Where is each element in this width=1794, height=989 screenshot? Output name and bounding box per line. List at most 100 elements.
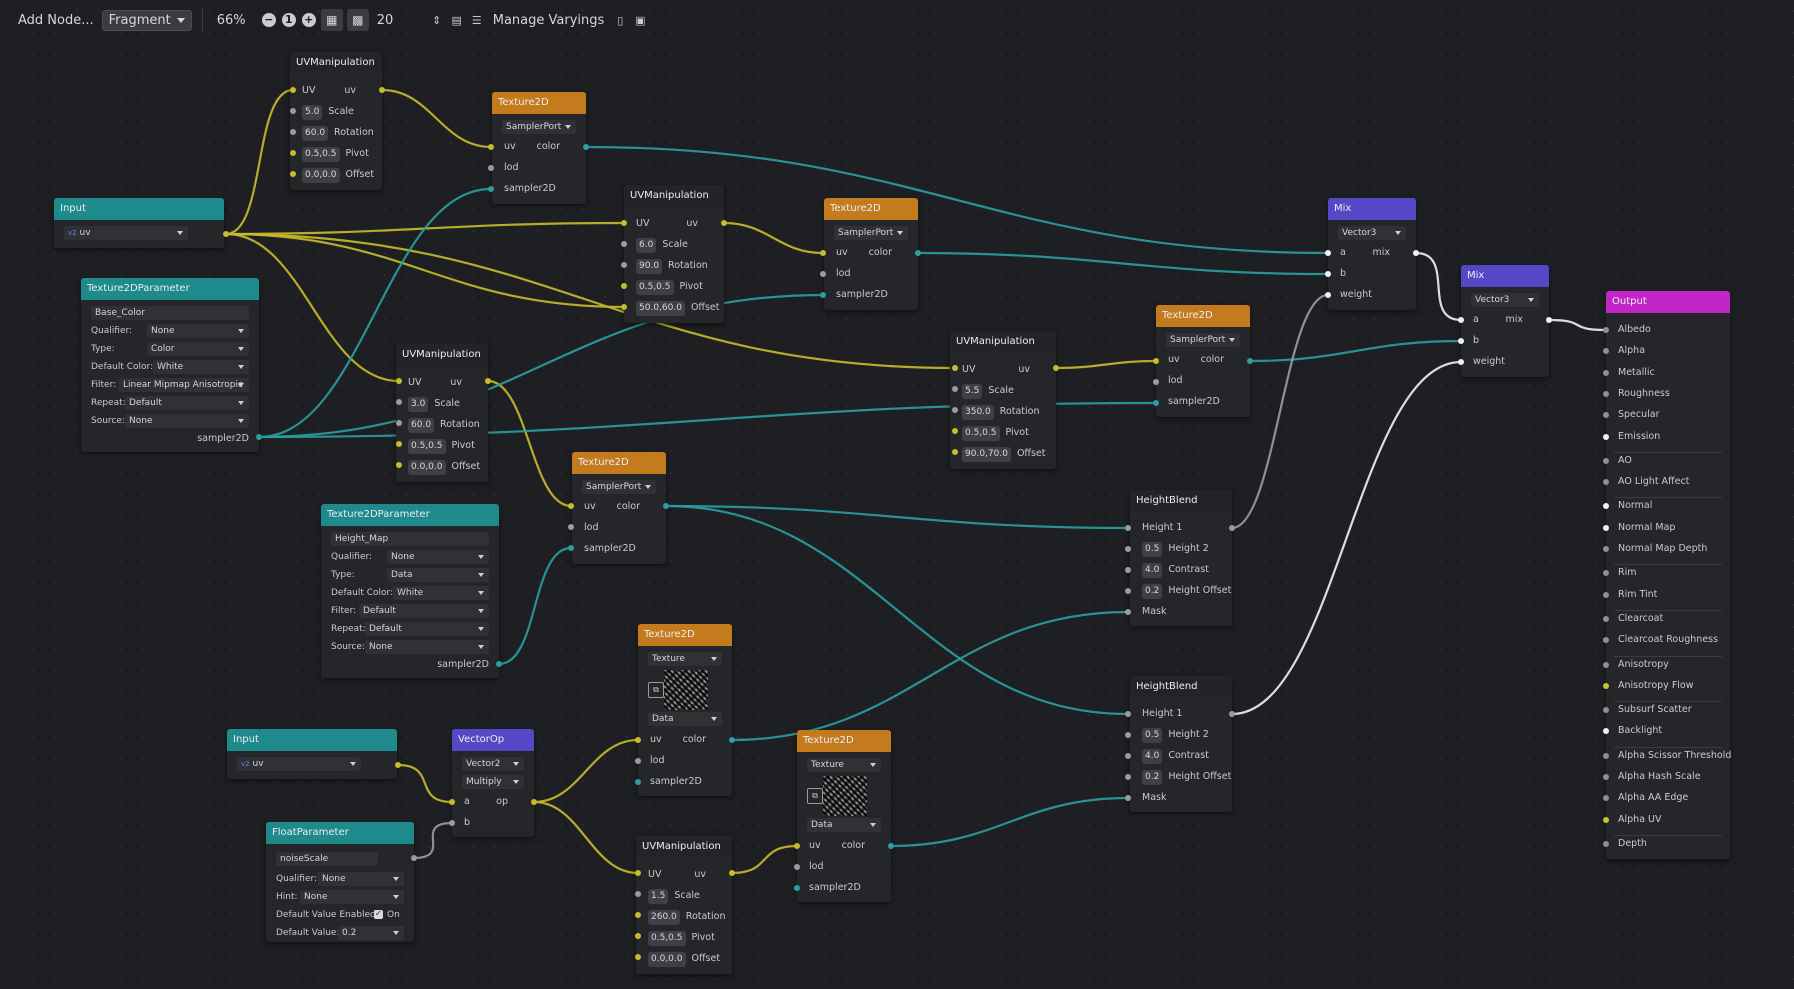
source-select[interactable]: SamplerPort bbox=[582, 480, 656, 494]
port-dot-icon[interactable] bbox=[1125, 753, 1131, 759]
port-dot-icon[interactable] bbox=[635, 891, 641, 897]
output-port[interactable]: Anisotropy Flow bbox=[1603, 677, 1730, 695]
port-dot-icon[interactable] bbox=[396, 462, 402, 468]
output-port[interactable]: Subsurf Scatter bbox=[1603, 701, 1730, 719]
output-port[interactable]: Alpha Scissor Threshold bbox=[1603, 747, 1731, 765]
output-port[interactable]: AO bbox=[1603, 452, 1730, 470]
port-dot-icon[interactable] bbox=[1458, 338, 1464, 344]
output-port[interactable]: Specular bbox=[1603, 406, 1730, 424]
port-dot-icon[interactable] bbox=[621, 241, 627, 247]
port-dot-icon[interactable] bbox=[568, 503, 574, 509]
offset-field[interactable]: 50.0,60.0 bbox=[636, 301, 685, 316]
port-dot-icon[interactable] bbox=[820, 250, 826, 256]
port-dot-icon[interactable] bbox=[568, 545, 574, 551]
port-dot-icon[interactable] bbox=[531, 799, 537, 805]
manage-varyings-button[interactable]: Manage Varyings bbox=[492, 12, 605, 28]
input-node[interactable]: Input v2 uv bbox=[54, 198, 224, 248]
default-enabled-checkbox[interactable]: On bbox=[374, 907, 400, 922]
port-dot-icon[interactable] bbox=[485, 378, 491, 384]
output-port[interactable]: Alpha Hash Scale bbox=[1603, 768, 1730, 786]
port-dot-icon[interactable] bbox=[1603, 503, 1609, 510]
port-dot-icon[interactable] bbox=[794, 864, 800, 870]
qualifier-select[interactable]: None bbox=[318, 872, 404, 886]
offset-field[interactable]: 0.0,0.0 bbox=[302, 168, 340, 183]
source-select[interactable]: Texture bbox=[648, 652, 722, 666]
grid-toggle-icon[interactable]: ▦ bbox=[320, 9, 343, 31]
port-dot-icon[interactable] bbox=[1153, 358, 1159, 364]
port-dot-icon[interactable] bbox=[1325, 250, 1331, 256]
port-dot-icon[interactable] bbox=[952, 428, 958, 434]
port-dot-icon[interactable] bbox=[396, 378, 402, 384]
operation-select[interactable]: Multiply bbox=[462, 775, 524, 789]
port-dot-icon[interactable] bbox=[721, 220, 727, 226]
port-dot-icon[interactable] bbox=[820, 271, 826, 277]
texture-preview[interactable] bbox=[664, 670, 708, 710]
port-dot-icon[interactable] bbox=[1603, 327, 1609, 333]
port-dot-icon[interactable] bbox=[449, 799, 455, 805]
port-dot-icon[interactable] bbox=[568, 524, 574, 530]
output-port[interactable]: Rim bbox=[1603, 564, 1730, 582]
output-port[interactable]: Depth bbox=[1603, 835, 1730, 853]
port-dot-icon[interactable] bbox=[496, 661, 502, 667]
arrange-nodes-icon[interactable]: ☰ bbox=[471, 13, 482, 27]
port-dot-icon[interactable] bbox=[888, 843, 894, 849]
port-dot-icon[interactable] bbox=[488, 144, 494, 150]
port-dot-icon[interactable] bbox=[1603, 433, 1609, 440]
port-dot-icon[interactable] bbox=[952, 365, 958, 371]
add-node-button[interactable]: Add Node... bbox=[18, 12, 94, 28]
port-dot-icon[interactable] bbox=[635, 933, 641, 939]
mix-type-select[interactable]: Vector3 bbox=[1471, 293, 1539, 307]
texture-preview[interactable] bbox=[823, 776, 867, 816]
output-port[interactable]: Alpha bbox=[1603, 342, 1730, 360]
port-dot-icon[interactable] bbox=[395, 762, 401, 768]
port-dot-icon[interactable] bbox=[1603, 369, 1609, 376]
port-dot-icon[interactable] bbox=[820, 292, 826, 298]
port-dot-icon[interactable] bbox=[1603, 816, 1609, 823]
port-dot-icon[interactable] bbox=[729, 870, 735, 876]
height2-field[interactable]: 0.5 bbox=[1142, 728, 1163, 743]
port-dot-icon[interactable] bbox=[1603, 390, 1609, 397]
port-dot-icon[interactable] bbox=[915, 250, 921, 256]
height-offset-field[interactable]: 0.2 bbox=[1142, 584, 1163, 599]
port-dot-icon[interactable] bbox=[1247, 358, 1253, 364]
port-dot-icon[interactable] bbox=[488, 165, 494, 171]
port-dot-icon[interactable] bbox=[1603, 479, 1609, 486]
hint-select[interactable]: None bbox=[300, 890, 404, 904]
port-dot-icon[interactable] bbox=[1125, 546, 1131, 552]
port-dot-icon[interactable] bbox=[583, 144, 589, 150]
port-dot-icon[interactable] bbox=[223, 231, 229, 237]
source-select[interactable]: SamplerPort bbox=[1166, 333, 1240, 347]
parameter-name-field[interactable]: Height_Map bbox=[331, 532, 489, 546]
output-port[interactable]: Albedo bbox=[1603, 321, 1730, 339]
pivot-field[interactable]: 0.5,0.5 bbox=[962, 426, 1000, 441]
repeat-select[interactable]: Default bbox=[365, 622, 489, 636]
output-port[interactable]: Alpha AA Edge bbox=[1603, 789, 1730, 807]
float-parameter-node[interactable]: FloatParameter noiseScale Qualifier:None… bbox=[266, 822, 414, 942]
zoom-in-icon[interactable]: + bbox=[301, 12, 317, 28]
vector-type-select[interactable]: Vector2 bbox=[462, 757, 524, 771]
port-dot-icon[interactable] bbox=[396, 441, 402, 447]
port-dot-icon[interactable] bbox=[1603, 546, 1609, 552]
scale-field[interactable]: 3.0 bbox=[408, 397, 429, 412]
port-dot-icon[interactable] bbox=[635, 737, 641, 743]
mix-type-select[interactable]: Vector3 bbox=[1338, 226, 1406, 240]
port-dot-icon[interactable] bbox=[1603, 570, 1609, 577]
port-dot-icon[interactable] bbox=[635, 912, 641, 918]
rotation-field[interactable]: 60.0 bbox=[302, 126, 329, 141]
port-dot-icon[interactable] bbox=[1125, 525, 1131, 531]
zoom-reset-icon[interactable]: 1 bbox=[281, 12, 297, 28]
port-dot-icon[interactable] bbox=[1325, 292, 1331, 298]
qualifier-select[interactable]: None bbox=[387, 550, 489, 564]
port-dot-icon[interactable] bbox=[290, 171, 296, 177]
port-dot-icon[interactable] bbox=[1125, 732, 1131, 738]
output-port[interactable]: Anisotropy bbox=[1603, 656, 1730, 674]
type-select[interactable]: Color bbox=[147, 342, 249, 356]
